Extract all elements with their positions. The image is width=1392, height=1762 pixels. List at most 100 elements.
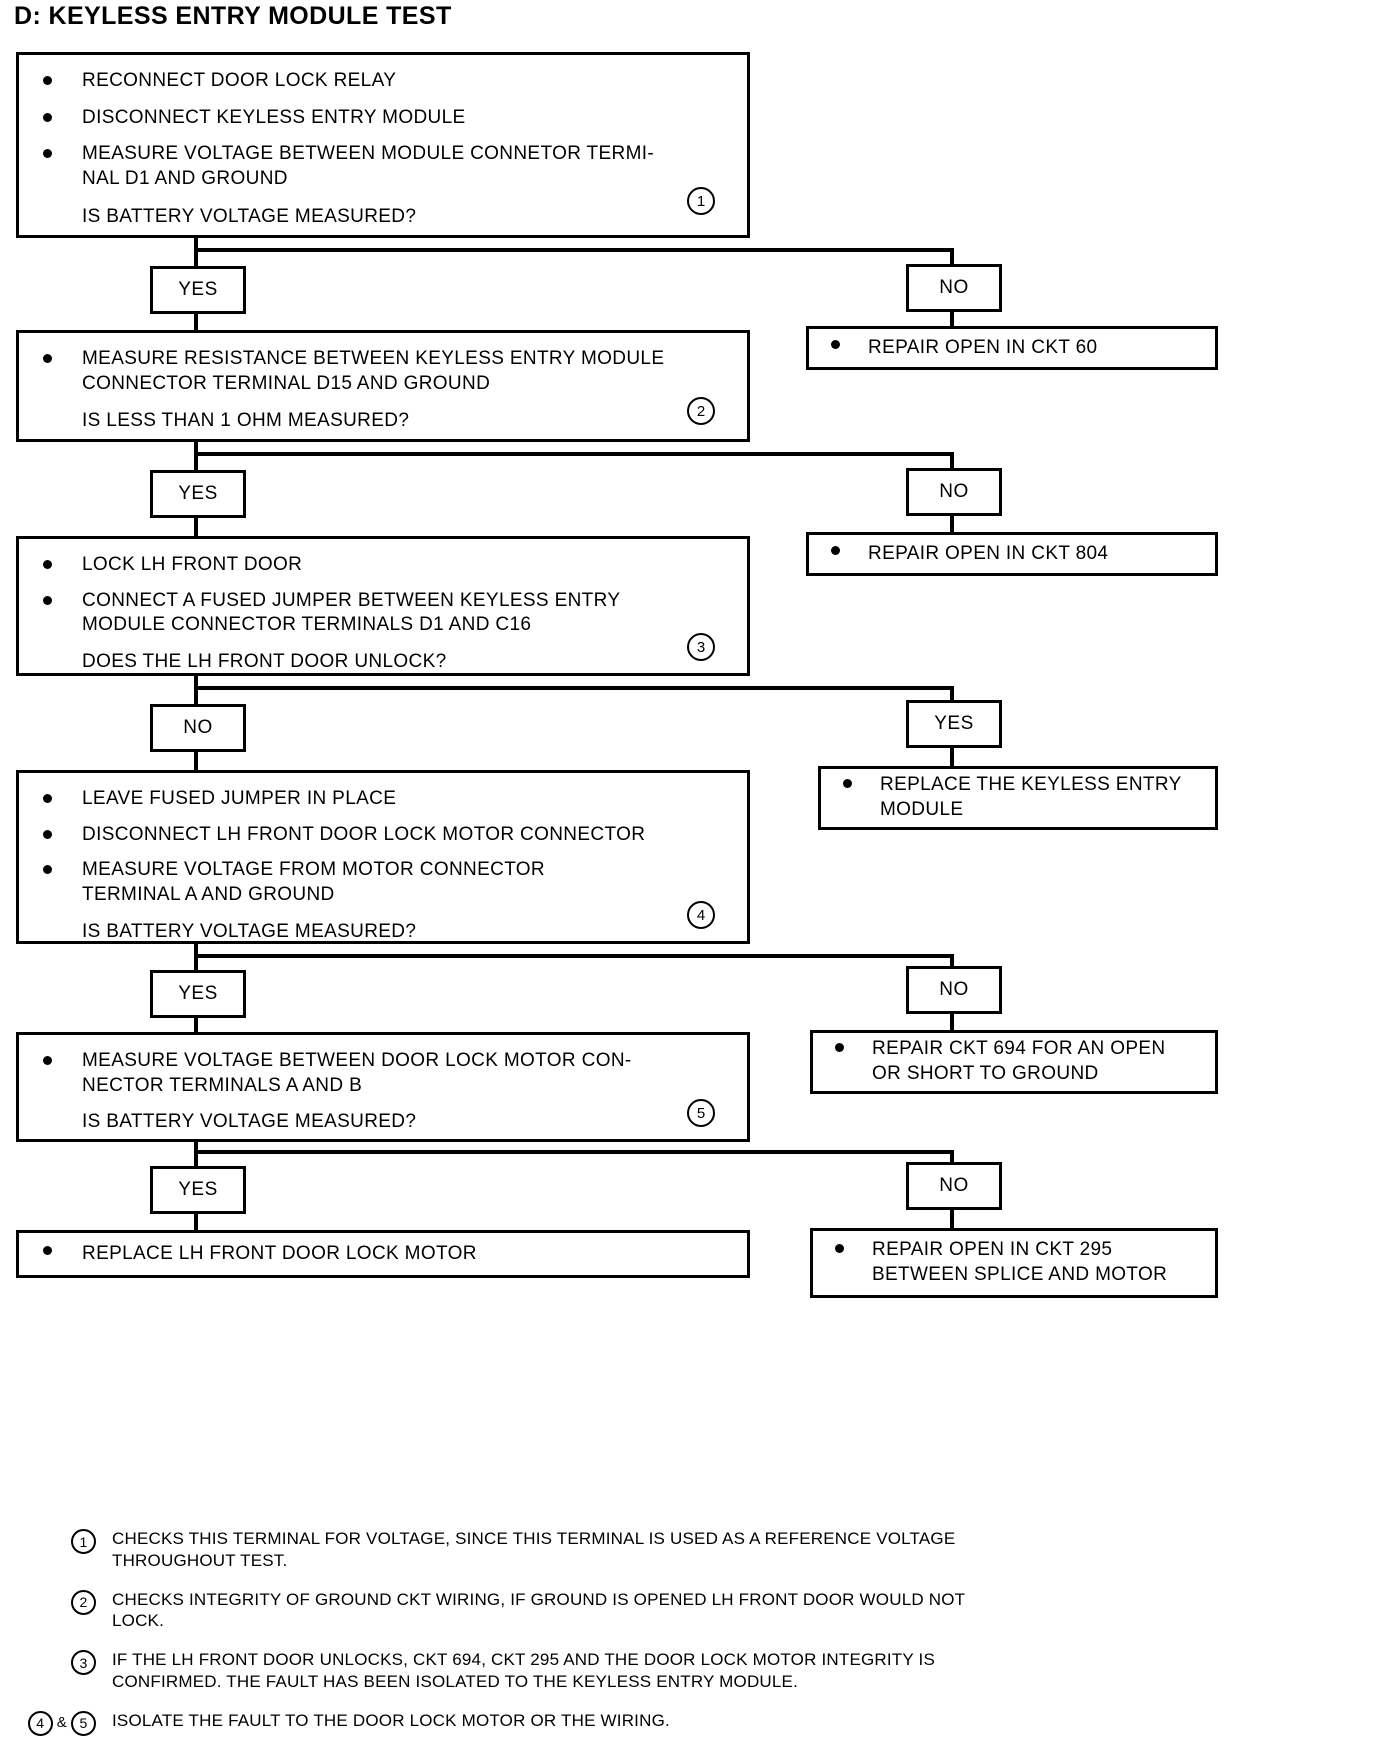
bullet-text: REPAIR OPEN IN CKT 295 BETWEEN SPLICE AN… — [872, 1239, 1168, 1285]
bullet-text: MEASURE VOLTAGE BETWEEN MODULE CONNETOR … — [82, 143, 655, 190]
connector-line — [950, 686, 954, 704]
connector-line — [194, 1016, 198, 1036]
branch-tag-yes: YES — [906, 700, 1002, 748]
bullet-row: DISCONNECT KEYLESS ENTRY MODULE — [19, 106, 737, 131]
footnote-marker: 3 — [0, 1649, 112, 1675]
reference-marker: 4 — [687, 901, 715, 929]
footnote-item: 2 CHECKS INTEGRITY OF GROUND CKT WIRING,… — [0, 1589, 1392, 1633]
result-box-repair-ckt-804: REPAIR OPEN IN CKT 804 — [806, 532, 1218, 576]
footnote-marker: 4 & 5 — [0, 1710, 112, 1736]
step-question: IS LESS THAN 1 OHM MEASURED? — [82, 410, 410, 432]
result-box-replace-module: REPLACE THE KEYLESS ENTRY MODULE — [818, 766, 1218, 830]
bullet-row: REPLACE THE KEYLESS ENTRY MODULE — [821, 773, 1215, 822]
bullet-dot — [831, 545, 840, 555]
step-4-box: LEAVE FUSED JUMPER IN PLACE DISCONNECT L… — [16, 770, 750, 944]
bullet-text: MEASURE VOLTAGE FROM MOTOR CONNECTOR TER… — [82, 859, 546, 906]
branch-tag-no: NO — [150, 704, 246, 752]
bullet-row: MEASURE RESISTANCE BETWEEN KEYLESS ENTRY… — [19, 347, 737, 396]
bullet-text: REPLACE LH FRONT DOOR LOCK MOTOR — [82, 1242, 477, 1264]
footnote-marker: 2 — [0, 1589, 112, 1615]
connector-line — [194, 676, 198, 706]
connector-line — [194, 248, 954, 252]
branch-tag-yes: YES — [150, 1166, 246, 1214]
step-question: IS BATTERY VOLTAGE MEASURED? — [82, 1111, 417, 1133]
reference-marker: 5 — [687, 1099, 715, 1127]
bullet-text: MEASURE VOLTAGE BETWEEN DOOR LOCK MOTOR … — [82, 1050, 632, 1096]
branch-tag-no: NO — [906, 264, 1002, 312]
connector-line — [194, 516, 198, 538]
connector-line — [194, 686, 954, 690]
bullet-dot — [43, 1056, 52, 1065]
branch-tag-yes: YES — [150, 470, 246, 518]
bullet-text: DISCONNECT LH FRONT DOOR LOCK MOTOR CONN… — [82, 823, 646, 845]
footnote-text: IF THE LH FRONT DOOR UNLOCKS, CKT 694, C… — [112, 1650, 936, 1691]
bullet-row: LOCK LH FRONT DOOR — [19, 553, 737, 578]
bullet-row: DISCONNECT LH FRONT DOOR LOCK MOTOR CONN… — [19, 823, 737, 848]
footnote-text: ISOLATE THE FAULT TO THE DOOR LOCK MOTOR… — [112, 1710, 670, 1730]
bullet-dot — [43, 829, 52, 839]
bullet-row: REPAIR CKT 694 FOR AN OPEN OR SHORT TO G… — [813, 1037, 1215, 1086]
footnote-text: CHECKS THIS TERMINAL FOR VOLTAGE, SINCE … — [112, 1529, 956, 1570]
reference-marker: 3 — [687, 633, 715, 661]
footnote-text: CHECKS INTEGRITY OF GROUND CKT WIRING, I… — [112, 1589, 966, 1631]
circled-number: 3 — [71, 1650, 96, 1675]
bullet-dot — [43, 794, 52, 803]
connector-line — [950, 954, 954, 970]
bullet-dot — [835, 1244, 844, 1254]
connector-line — [194, 1142, 198, 1170]
ampersand-label: & — [56, 1714, 67, 1732]
connector-line — [950, 1208, 954, 1230]
bullet-dot — [43, 1245, 52, 1255]
bullet-row: LEAVE FUSED JUMPER IN PLACE — [19, 787, 737, 812]
connector-line — [194, 442, 198, 472]
branch-tag-no: NO — [906, 966, 1002, 1014]
circled-number: 4 — [27, 1710, 53, 1736]
circled-number: 5 — [71, 1710, 96, 1736]
result-box-repair-ckt-694: REPAIR CKT 694 FOR AN OPEN OR SHORT TO G… — [810, 1030, 1218, 1094]
bullet-row: MEASURE VOLTAGE BETWEEN MODULE CONNETOR … — [19, 142, 737, 191]
step-question: DOES THE LH FRONT DOOR UNLOCK? — [82, 651, 447, 673]
step-1-box: RECONNECT DOOR LOCK RELAY DISCONNECT KEY… — [16, 52, 750, 238]
bullet-dot — [843, 779, 852, 789]
footnote-item: 3 IF THE LH FRONT DOOR UNLOCKS, CKT 694,… — [0, 1649, 1392, 1693]
branch-tag-no: NO — [906, 1162, 1002, 1210]
connector-line — [950, 1012, 954, 1032]
bullet-row: REPAIR OPEN IN CKT 295 BETWEEN SPLICE AN… — [813, 1238, 1215, 1287]
connector-line — [194, 238, 198, 266]
footnote-item: 1 CHECKS THIS TERMINAL FOR VOLTAGE, SINC… — [0, 1528, 1392, 1572]
bullet-dot — [831, 339, 840, 349]
bullet-dot — [43, 560, 52, 569]
bullet-row: REPLACE LH FRONT DOOR LOCK MOTOR — [19, 1242, 747, 1267]
connector-line — [194, 312, 198, 332]
result-box-repair-ckt-60: REPAIR OPEN IN CKT 60 — [806, 326, 1218, 370]
step-5-box: MEASURE VOLTAGE BETWEEN DOOR LOCK MOTOR … — [16, 1032, 750, 1142]
bullet-row: RECONNECT DOOR LOCK RELAY — [19, 69, 737, 94]
connector-line — [950, 1150, 954, 1166]
bullet-text: REPLACE THE KEYLESS ENTRY MODULE — [880, 774, 1182, 820]
bullet-text: REPAIR OPEN IN CKT 60 — [868, 336, 1098, 358]
page-title: D: KEYLESS ENTRY MODULE TEST — [14, 2, 452, 30]
connector-line — [194, 1212, 198, 1234]
bullet-row: MEASURE VOLTAGE FROM MOTOR CONNECTOR TER… — [19, 858, 737, 907]
bullet-text: LOCK LH FRONT DOOR — [82, 554, 303, 575]
bullet-text: RECONNECT DOOR LOCK RELAY — [82, 70, 397, 91]
connector-line — [950, 746, 954, 768]
bullet-text: REPAIR OPEN IN CKT 804 — [868, 542, 1109, 564]
connector-line — [194, 452, 954, 456]
bullet-row: CONNECT A FUSED JUMPER BETWEEN KEYLESS E… — [19, 589, 737, 638]
bullet-row: MEASURE VOLTAGE BETWEEN DOOR LOCK MOTOR … — [19, 1049, 737, 1098]
step-question: IS BATTERY VOLTAGE MEASURED? — [82, 205, 417, 227]
branch-tag-yes: YES — [150, 266, 246, 314]
result-box-repair-ckt-295: REPAIR OPEN IN CKT 295 BETWEEN SPLICE AN… — [810, 1228, 1218, 1298]
bullet-row: REPAIR OPEN IN CKT 60 — [809, 336, 1215, 361]
bullet-text: MEASURE RESISTANCE BETWEEN KEYLESS ENTRY… — [82, 348, 665, 394]
footnote-item: 4 & 5 ISOLATE THE FAULT TO THE DOOR LOCK… — [0, 1710, 1392, 1736]
bullet-dot — [43, 865, 52, 875]
bullet-dot — [43, 112, 52, 122]
bullet-text: REPAIR CKT 694 FOR AN OPEN OR SHORT TO G… — [872, 1038, 1166, 1084]
step-2-box: MEASURE RESISTANCE BETWEEN KEYLESS ENTRY… — [16, 330, 750, 442]
step-question: IS BATTERY VOLTAGE MEASURED? — [82, 920, 417, 942]
footnotes: 1 CHECKS THIS TERMINAL FOR VOLTAGE, SINC… — [0, 1528, 1392, 1753]
connector-line — [194, 944, 198, 974]
